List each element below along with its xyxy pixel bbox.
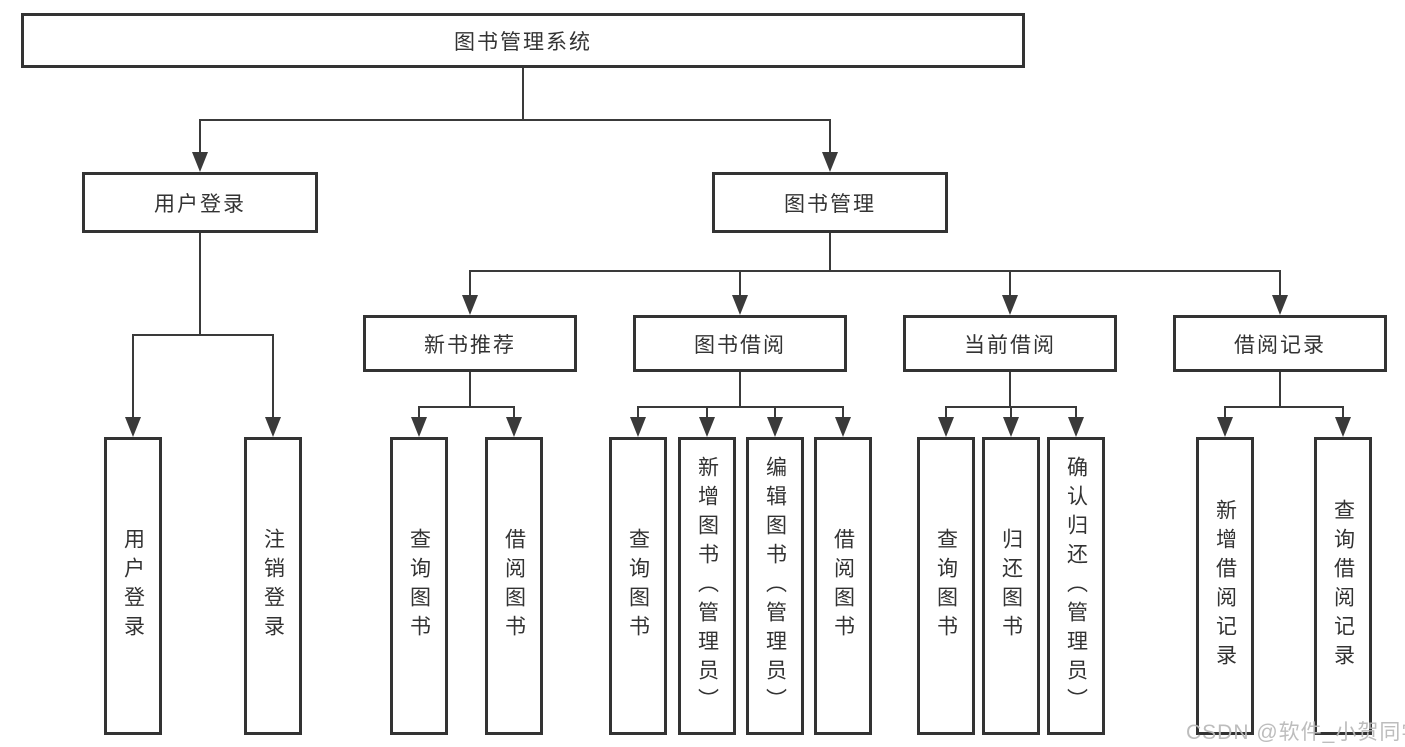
- connector-drop: [1224, 407, 1226, 419]
- leaf-query-books-recommend: 查询图书: [390, 437, 448, 735]
- connector-drop: [739, 271, 741, 297]
- connector-drop: [199, 120, 201, 154]
- arrowhead-down-icon: [125, 417, 141, 437]
- arrowhead-down-icon: [732, 295, 748, 315]
- connector-stem: [199, 233, 201, 335]
- connector-drop: [1342, 407, 1344, 419]
- arrowhead-down-icon: [699, 417, 715, 437]
- node-label: 查询图书: [626, 528, 650, 644]
- arrowhead-down-icon: [938, 417, 954, 437]
- node-current-borrowing: 当前借阅: [903, 315, 1117, 372]
- leaf-query-books-borrowing: 查询图书: [609, 437, 667, 735]
- node-book-borrowing: 图书借阅: [633, 315, 847, 372]
- node-label: 借阅图书: [831, 528, 855, 644]
- connector-drop: [945, 407, 947, 419]
- arrowhead-down-icon: [462, 295, 478, 315]
- connector-drop: [706, 407, 708, 419]
- arrowhead-down-icon: [767, 417, 783, 437]
- connector-drop: [132, 335, 134, 419]
- node-label: 图书借阅: [694, 333, 786, 357]
- arrowhead-down-icon: [630, 417, 646, 437]
- connector-bar: [132, 334, 274, 336]
- node-borrowing-records: 借阅记录: [1173, 315, 1387, 372]
- arrowhead-down-icon: [1003, 417, 1019, 437]
- node-label: 当前借阅: [964, 333, 1056, 357]
- arrowhead-down-icon: [1217, 417, 1233, 437]
- arrowhead-down-icon: [822, 152, 838, 172]
- arrowhead-down-icon: [411, 417, 427, 437]
- connector-drop: [513, 407, 515, 419]
- node-label: 借阅图书: [502, 528, 526, 644]
- connector-bar: [418, 406, 515, 408]
- arrowhead-down-icon: [835, 417, 851, 437]
- connector-bar: [1224, 406, 1344, 408]
- connector-drop: [829, 120, 831, 154]
- leaf-edit-books-admin: 编辑图书（管理员）: [746, 437, 804, 735]
- connector-drop: [1009, 271, 1011, 297]
- arrowhead-down-icon: [265, 417, 281, 437]
- node-library-management-system: 图书管理系统: [21, 13, 1025, 68]
- arrowhead-down-icon: [1002, 295, 1018, 315]
- leaf-add-borrow-record: 新增借阅记录: [1196, 437, 1254, 735]
- arrowhead-down-icon: [1335, 417, 1351, 437]
- connector-stem: [829, 233, 831, 271]
- connector-stem: [1009, 372, 1011, 407]
- leaf-borrow-books-recommend: 借阅图书: [485, 437, 543, 735]
- arrowhead-down-icon: [506, 417, 522, 437]
- node-label: 新增图书（管理员）: [695, 455, 719, 717]
- connector-bar: [637, 406, 844, 408]
- node-label: 归还图书: [999, 528, 1023, 644]
- node-label: 用户登录: [121, 528, 145, 644]
- node-user-login: 用户登录: [82, 172, 318, 233]
- node-label: 图书管理系统: [454, 30, 592, 54]
- node-label: 查询借阅记录: [1331, 499, 1355, 673]
- connector-drop: [1010, 407, 1012, 419]
- leaf-user-login: 用户登录: [104, 437, 162, 735]
- node-new-book-recommendation: 新书推荐: [363, 315, 577, 372]
- connector-drop: [1279, 271, 1281, 297]
- arrowhead-down-icon: [192, 152, 208, 172]
- leaf-borrow-books: 借阅图书: [814, 437, 872, 735]
- leaf-query-borrow-record: 查询借阅记录: [1314, 437, 1372, 735]
- node-label: 图书管理: [784, 192, 876, 216]
- connector-stem: [469, 372, 471, 407]
- connector-drop: [469, 271, 471, 297]
- node-label: 编辑图书（管理员）: [763, 455, 787, 717]
- arrowhead-down-icon: [1068, 417, 1084, 437]
- connector-drop: [418, 407, 420, 419]
- connector-stem: [522, 68, 524, 120]
- watermark: CSDN @软件_小贺同学: [1186, 721, 1405, 744]
- connector-drop: [1075, 407, 1077, 419]
- connector-bar: [199, 119, 831, 121]
- connector-drop: [774, 407, 776, 419]
- leaf-add-books-admin: 新增图书（管理员）: [678, 437, 736, 735]
- node-label: 确认归还（管理员）: [1064, 455, 1088, 717]
- leaf-logout: 注销登录: [244, 437, 302, 735]
- connector-drop: [637, 407, 639, 419]
- connector-stem: [739, 372, 741, 407]
- node-book-management: 图书管理: [712, 172, 948, 233]
- node-label: 借阅记录: [1234, 333, 1326, 357]
- node-label: 新增借阅记录: [1213, 499, 1237, 673]
- connector-bar: [469, 270, 1281, 272]
- leaf-return-books: 归还图书: [982, 437, 1040, 735]
- leaf-confirm-return-admin: 确认归还（管理员）: [1047, 437, 1105, 735]
- node-label: 新书推荐: [424, 333, 516, 357]
- node-label: 查询图书: [934, 528, 958, 644]
- node-label: 用户登录: [154, 192, 246, 216]
- node-label: 查询图书: [407, 528, 431, 644]
- leaf-query-books-current: 查询图书: [917, 437, 975, 735]
- arrowhead-down-icon: [1272, 295, 1288, 315]
- connector-stem: [1279, 372, 1281, 407]
- connector-drop: [272, 335, 274, 419]
- node-label: 注销登录: [261, 528, 285, 644]
- connector-drop: [842, 407, 844, 419]
